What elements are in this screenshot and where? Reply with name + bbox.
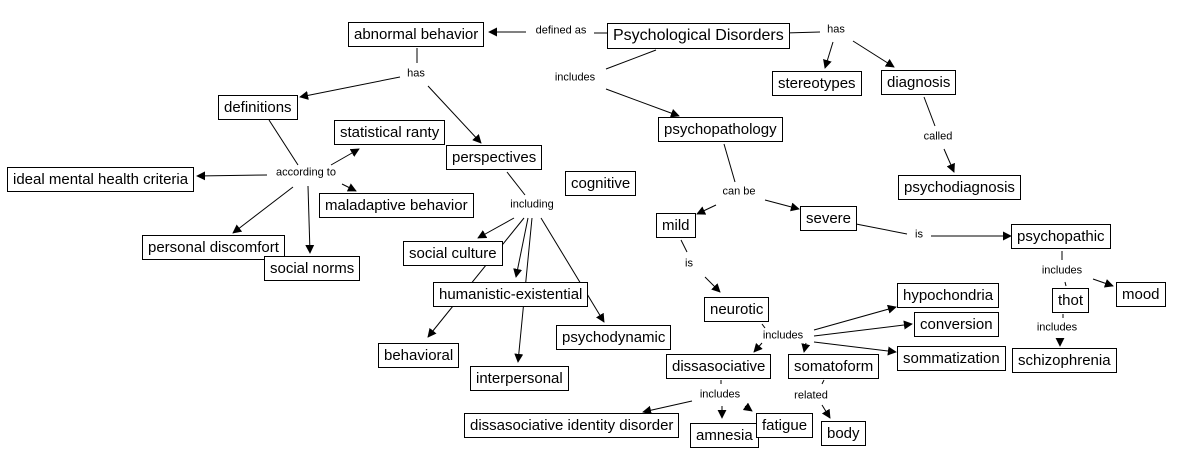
- node-amnesia[interactable]: amnesia: [690, 423, 759, 448]
- edge-includes-mood: [1092, 278, 1114, 288]
- edge-including-social-culture: [477, 217, 515, 239]
- node-stereotypes[interactable]: stereotypes: [772, 71, 862, 96]
- edge-accordingto-personal: [232, 186, 294, 234]
- edge-definitions-accordingto: [268, 119, 299, 166]
- node-social-norms[interactable]: social norms: [264, 256, 361, 281]
- edge-somatoform-related: [821, 379, 825, 385]
- link-label-includes-psychopathic: includes: [1039, 264, 1085, 278]
- link-label-is-severe: is: [913, 228, 925, 242]
- edge-includes-thot: [1064, 281, 1067, 287]
- node-conversion[interactable]: conversion: [914, 312, 999, 337]
- node-maladaptive-behavior[interactable]: maladaptive behavior: [319, 193, 474, 218]
- edge-canbe-severe: [764, 199, 800, 212]
- edge-including-psychodynamic: [540, 217, 605, 323]
- node-psychodiagnosis[interactable]: psychodiagnosis: [898, 175, 1021, 200]
- edge-neurotic-includes: [761, 323, 766, 329]
- edge-canbe-mild: [696, 204, 717, 215]
- node-dissasociative-identity-disorder[interactable]: dissasociative identity disorder: [464, 413, 680, 438]
- edge-diagnosis-called: [923, 96, 936, 127]
- edge-accordingto-ideal: [196, 171, 268, 181]
- node-psychological-disorders[interactable]: Psychological Disorders: [607, 23, 790, 49]
- edge-has-stereotypes: [823, 41, 834, 69]
- node-dissasociative[interactable]: dissasociative: [666, 354, 772, 379]
- node-perspectives[interactable]: perspectives: [446, 145, 543, 170]
- node-behavioral[interactable]: behavioral: [378, 343, 460, 368]
- edge-psychdis-includes: [605, 49, 657, 70]
- edge-related-body: [821, 404, 831, 419]
- edge-has-perspectives: [427, 85, 482, 144]
- node-sommatization[interactable]: sommatization: [897, 346, 1006, 371]
- edge-includes-did: [642, 400, 693, 415]
- edge-accordingto-statistical: [330, 148, 360, 166]
- node-psychopathology[interactable]: psychopathology: [658, 117, 783, 142]
- node-neurotic[interactable]: neurotic: [704, 297, 770, 322]
- node-mood[interactable]: mood: [1116, 282, 1166, 307]
- edge-includes-fatigue: [742, 402, 753, 412]
- node-abnormal-behavior[interactable]: abnormal behavior: [348, 22, 485, 47]
- link-label-including: including: [508, 198, 556, 212]
- edge-psychopathology-canbe: [723, 143, 736, 183]
- edge-includes-hypochondria: [813, 304, 897, 331]
- node-personal-discomfort[interactable]: personal discomfort: [142, 235, 285, 260]
- node-cognitive[interactable]: cognitive: [565, 171, 637, 196]
- link-label-called: called: [921, 130, 955, 144]
- link-label-according-to: according to: [274, 166, 338, 180]
- edge-severe-is: [855, 223, 908, 235]
- link-label-includes-thot: includes: [1034, 321, 1080, 335]
- edge-accordingto-maladaptive: [341, 183, 357, 192]
- node-ideal-mental-health-criteria[interactable]: ideal mental health criteria: [7, 167, 195, 192]
- edge-mild-is: [680, 239, 688, 253]
- edge-including-humanistic: [513, 217, 529, 278]
- node-body[interactable]: body: [821, 421, 866, 446]
- edge-includes-psychopathology: [605, 88, 680, 118]
- link-label-is-mild: is: [683, 257, 695, 271]
- edge-includes-conversion: [813, 320, 913, 337]
- node-humanistic-existential[interactable]: humanistic-existential: [433, 282, 589, 307]
- link-label-defined-as: defined as: [533, 24, 589, 38]
- edge-accordingto-social-norms: [305, 185, 315, 254]
- node-diagnosis[interactable]: diagnosis: [881, 70, 957, 95]
- node-hypochondria[interactable]: hypochondria: [897, 283, 1000, 308]
- link-label-has-abnormal: has: [405, 67, 427, 81]
- link-label-related: related: [792, 389, 830, 403]
- node-definitions[interactable]: definitions: [218, 95, 298, 120]
- node-mild[interactable]: mild: [656, 213, 696, 238]
- link-label-includes-dissasociative: includes: [697, 388, 743, 402]
- edge-includes-sommatization: [813, 341, 897, 356]
- link-label-includes-top: includes: [552, 71, 598, 85]
- edge-psychdis-has: [784, 31, 821, 34]
- node-thot[interactable]: thot: [1052, 288, 1090, 313]
- edge-includes-dissasociative: [753, 342, 763, 353]
- edge-has-diagnosis: [852, 40, 895, 68]
- edge-is-neurotic: [704, 276, 721, 293]
- edge-includes-somatoform: [801, 342, 811, 353]
- link-label-has-top: has: [825, 23, 847, 37]
- edge-has-definitions: [299, 76, 401, 100]
- node-psychopathic[interactable]: psychopathic: [1011, 224, 1111, 249]
- node-interpersonal[interactable]: interpersonal: [470, 366, 569, 391]
- link-label-can-be: can be: [720, 185, 758, 199]
- node-psychodynamic[interactable]: psychodynamic: [556, 325, 672, 350]
- node-schizophrenia[interactable]: schizophrenia: [1012, 348, 1117, 373]
- node-severe[interactable]: severe: [800, 206, 858, 231]
- node-somatoform[interactable]: somatoform: [788, 354, 880, 379]
- edge-including-behavioral: [427, 217, 525, 338]
- node-statistical-ranty[interactable]: statistical ranty: [334, 120, 446, 145]
- link-label-includes-neurotic: includes: [760, 329, 806, 343]
- node-fatigue[interactable]: fatigue: [756, 413, 814, 438]
- edge-called-psychodiagnosis: [943, 148, 955, 173]
- node-social-culture[interactable]: social culture: [403, 241, 503, 266]
- edge-perspectives-including: [506, 171, 526, 196]
